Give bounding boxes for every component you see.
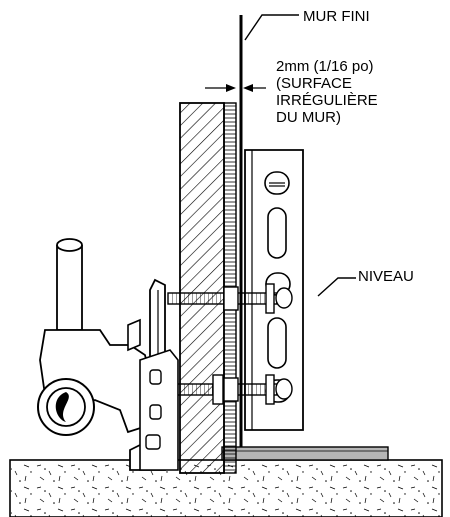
lower-bolt: [167, 374, 293, 405]
gap-dimension-arrows: [205, 84, 266, 92]
bracket-slot: [267, 317, 287, 369]
wall-stud: [179, 102, 225, 474]
upper-bolt: [167, 283, 293, 314]
base-plate: [221, 446, 389, 461]
bracket-slot: [267, 207, 287, 259]
gap-dimension-label: 2mm (1/16 po) (SURFACE IRRÉGULIÈRE DU MU…: [276, 58, 378, 126]
gap-label-line: 2mm (1/16 po): [276, 58, 374, 75]
gap-label-line: DU MUR): [276, 109, 341, 126]
gap-label-line: IRRÉGULIÈRE: [276, 92, 378, 109]
leader-lines: [244, 14, 356, 297]
gap-label-line: (SURFACE: [276, 75, 352, 92]
flush-valve: [37, 238, 179, 471]
level-label: NIVEAU: [358, 268, 414, 285]
finished-wall-label: MUR FINI: [303, 8, 370, 25]
